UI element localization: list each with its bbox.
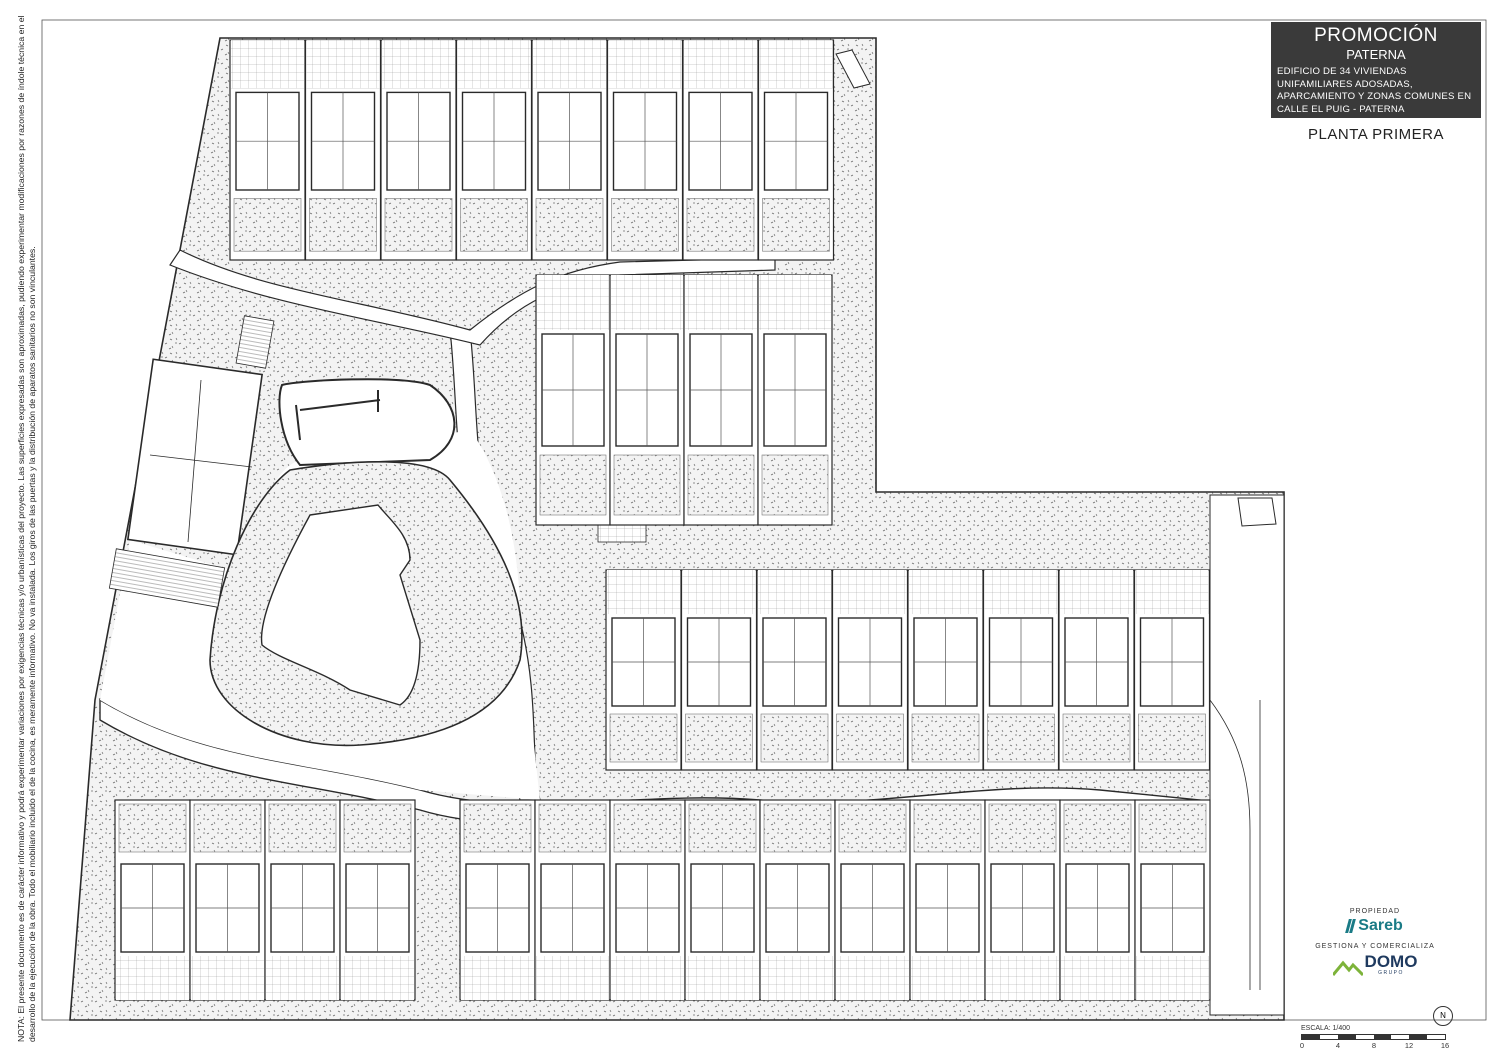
housing-unit [834,799,911,1001]
housing-unit [1059,799,1136,1001]
scale-tick: 4 [1335,1041,1341,1050]
housing-unit [982,569,1060,771]
promotion-title: PROMOCIÓN [1314,25,1438,46]
disclaimer-note: NOTA: El presente documento es de caráct… [16,15,38,1042]
west-stairs [108,548,226,608]
housing-unit [229,39,306,261]
north-walkway [169,249,776,346]
housing-unit [1133,569,1211,771]
north-arrow-icon: N [1433,1006,1453,1026]
housing-unit [531,39,608,261]
housing-unit [304,39,382,261]
court-lines [149,379,253,543]
housing-unit [189,799,266,1001]
title-block: PROMOCIÓN PATERNA EDIFICIO DE 34 VIVIEND… [1271,22,1481,118]
plant-title: PLANTA PRIMERA [1308,126,1444,143]
housing-unit [534,799,611,1001]
scale-tick: 16 [1440,1041,1450,1050]
parking-bay [1209,494,1285,1016]
housing-unit [264,799,341,1001]
sareb-mark-icon [1345,919,1357,933]
scale-tick: 0 [1299,1041,1305,1050]
logo-block: PROPIEDAD Sareb GESTIONA Y COMERCIALIZA … [1300,908,1450,976]
scale-bar [1301,1034,1446,1040]
housing-unit [380,39,457,261]
housing-unit [757,39,835,261]
housing-unit [757,274,833,526]
scale-block: ESCALA: 1/400 0 4 8 12 16 [1299,1025,1456,1050]
promotion-location: PATERNA [1346,47,1406,62]
scale-tick: 8 [1371,1041,1377,1050]
housing-unit [984,799,1061,1001]
housing-unit [114,799,191,1001]
housing-unit [907,569,984,771]
housing-units [114,39,1211,1001]
sareb-name: Sareb [1358,917,1403,934]
housing-unit [909,799,986,1001]
housing-unit [680,569,758,771]
housing-unit [455,39,533,261]
domo-name: DOMO [1364,952,1418,971]
housing-unit [535,274,611,526]
housing-unit [606,39,684,261]
playground [278,378,456,467]
housing-unit [684,799,761,1001]
swimming-pool [260,504,421,706]
housing-unit [459,799,536,1001]
playground-equipment [295,390,381,441]
scale-ticks: 0 4 8 12 16 [1299,1041,1451,1050]
housing-unit [609,274,685,526]
parking-car [1237,497,1277,527]
housing-unit [682,39,759,261]
housing-unit [605,569,682,771]
housing-unit [756,569,833,771]
housing-unit [759,799,836,1001]
housing-unit [609,799,686,1001]
scale-label: ESCALA: 1/400 [1301,1025,1351,1032]
housing-unit [339,799,416,1001]
north-stairs [235,315,275,369]
domo-sub: GRUPO [1378,970,1404,976]
domo-logo: DOMO GRUPO [1300,952,1450,976]
housing-unit [1058,569,1135,771]
scale-tick: 12 [1404,1041,1414,1050]
manager-label: GESTIONA Y COMERCIALIZA [1315,943,1435,950]
housing-unit [831,569,909,771]
housing-unit [1134,799,1211,1001]
north-car [835,49,871,89]
housing-unit [683,274,759,526]
domo-roof-icon [1332,960,1363,976]
parking-ramp [1209,699,1261,990]
owner-label: PROPIEDAD [1349,908,1401,915]
promotion-description: EDIFICIO DE 34 VIVIENDAS UNIFAMILIARES A… [1277,66,1472,115]
sareb-logo: Sareb [1300,917,1450,935]
